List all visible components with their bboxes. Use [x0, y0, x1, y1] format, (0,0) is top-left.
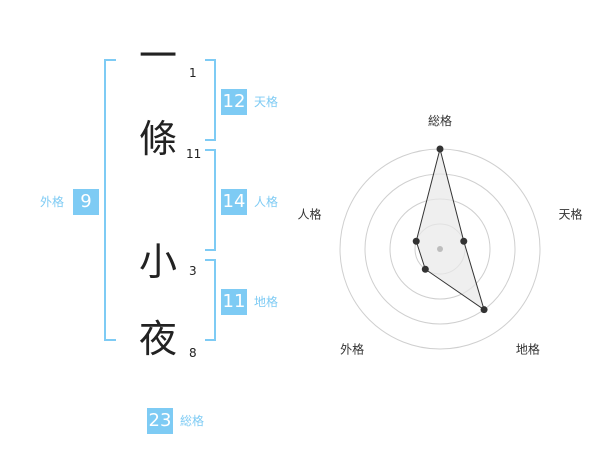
- soukaku-value: 23: [147, 408, 173, 434]
- stroke-count-2: 11: [186, 147, 202, 161]
- name-char-1: 一: [139, 34, 178, 78]
- radar-point-5: [412, 237, 420, 245]
- radar-axis-label-2: 天格: [559, 206, 583, 221]
- radar-point-1: [436, 145, 444, 153]
- stroke-count-4: 8: [189, 346, 197, 360]
- radar-axis-label-5: 人格: [297, 206, 321, 221]
- name-char-2: 條: [139, 117, 178, 161]
- chikaku-value: 11: [221, 289, 247, 315]
- gaikaku-bracket: [104, 59, 116, 341]
- radar-point-4: [421, 265, 429, 273]
- gaikaku-value: 9: [73, 189, 99, 215]
- radar-axis-label-4: 外格: [340, 342, 364, 357]
- radar-point-2: [460, 237, 468, 245]
- radar-axis-label-1: 総格: [428, 113, 452, 128]
- tenkaku-value: 12: [221, 89, 247, 115]
- tenkaku-label: 天格: [254, 95, 279, 109]
- stroke-count-3: 3: [189, 264, 197, 278]
- jinkaku-bracket: [205, 149, 216, 251]
- name-char-4: 夜: [139, 317, 178, 361]
- radar-data-polygon: [415, 148, 485, 311]
- radar-center-dot: [437, 246, 443, 252]
- name-char-3: 小: [139, 240, 178, 284]
- radar-axis-label-3: 地格: [516, 342, 540, 357]
- chikaku-bracket: [205, 259, 216, 341]
- chikaku-label: 地格: [254, 295, 279, 309]
- radar-point-3: [480, 306, 488, 314]
- tenkaku-bracket: [205, 59, 216, 141]
- stroke-count-1: 1: [189, 66, 197, 80]
- gaikaku-label: 外格: [40, 195, 65, 209]
- jinkaku-label: 人格: [254, 195, 279, 209]
- soukaku-label: 総格: [180, 414, 205, 428]
- jinkaku-value: 14: [221, 189, 247, 215]
